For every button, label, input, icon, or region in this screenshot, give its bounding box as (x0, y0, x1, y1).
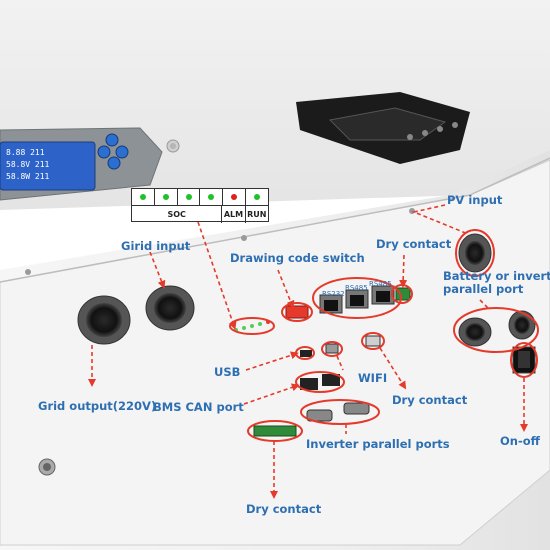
lcd-text: 58.8W 211 (6, 172, 50, 181)
dry-contact-bottom-terminal (253, 425, 297, 437)
wifi-port (325, 343, 339, 354)
indicator-cell (178, 189, 201, 205)
bms-can-port-label: BMS CAN port (153, 400, 244, 414)
on-off-label: On-off (500, 434, 540, 448)
led-indicator-1 (139, 194, 146, 200)
dry-contact-bottom-label: Dry contact (246, 502, 322, 516)
usb-label: USB (214, 365, 241, 379)
led-indicator-4 (208, 194, 215, 200)
alm-label: ALM (222, 206, 246, 223)
indicator-cell (223, 189, 247, 205)
soc-indicator-panel: SOC ALM RUN (131, 188, 269, 223)
lcd-text: 8.88 211 (6, 148, 45, 157)
grid-input-label: Girid input (121, 239, 191, 253)
rs485b-label: RS485 (369, 280, 392, 288)
battery-parallel-label-1: Battery or inverter (443, 269, 550, 283)
power-switch-icon (512, 346, 536, 374)
indicator-cell (200, 189, 224, 205)
lcd-display-icon (0, 127, 163, 201)
bms-can-port-2 (322, 374, 340, 386)
grid-output-label: Grid output(220V) (38, 399, 157, 413)
dry-contact-top-label: Dry contact (376, 237, 452, 251)
indicator-row (132, 189, 268, 206)
dry-contact-mid-label: Dry contact (392, 393, 468, 407)
dip-switch (285, 305, 309, 319)
callout-lines (88, 204, 528, 499)
indicator-labels: SOC ALM RUN (132, 206, 268, 223)
parallel-port-1 (306, 409, 333, 422)
lcd-text: 58.8V 211 (6, 160, 50, 169)
led-indicator-2 (162, 194, 169, 200)
wifi-label: WIFI (358, 371, 388, 385)
cabinet-front-panel (0, 159, 550, 546)
soc-label: SOC (132, 206, 223, 223)
indicator-cell (246, 189, 268, 205)
control-panel (296, 92, 470, 164)
led-indicator-alm (231, 194, 238, 200)
usb-port (300, 350, 312, 357)
battery-parallel-label-2: parallel port (443, 282, 524, 296)
rj45-ports (319, 285, 395, 314)
indicator-cell (132, 189, 155, 205)
dry-contact-mid-terminal (365, 335, 381, 347)
led-indicator-run (254, 194, 261, 200)
pv-input-label: PV input (447, 193, 503, 207)
indicator-cell (155, 189, 178, 205)
inverter-parallel-ports-label: Inverter parallel ports (306, 437, 450, 451)
rs485a-label: RS485 (345, 284, 368, 292)
bms-can-port-1 (300, 378, 318, 390)
drawing-code-switch-label: Drawing code switch (230, 251, 365, 265)
parallel-port-2 (343, 402, 370, 415)
led-indicator-3 (185, 194, 192, 200)
run-label: RUN (247, 210, 267, 219)
rs232-label: RS232 (322, 290, 345, 298)
